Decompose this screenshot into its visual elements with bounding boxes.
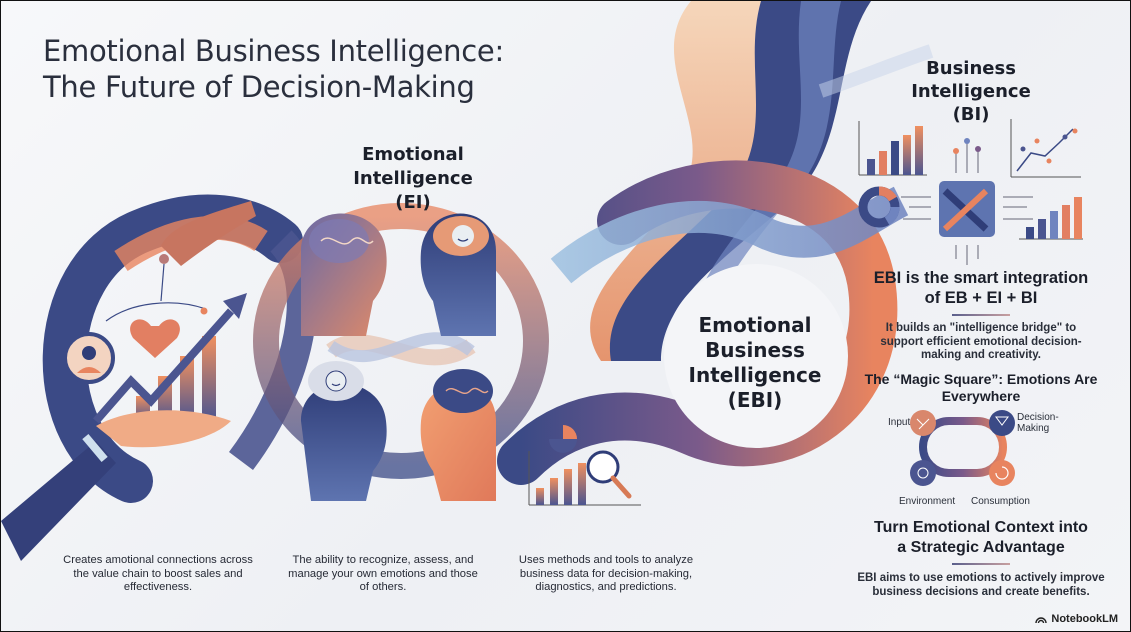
advantage-title: Turn Emotional Context into a Strategic … [874, 519, 1088, 556]
eb-caption: Creates amotional connections across the… [63, 554, 253, 593]
integration-body: It builds an "intelligence bridge" to su… [880, 322, 1082, 361]
cycle-label-decision-making: Decision-Making [1017, 412, 1059, 434]
processor-chip-icon [901, 138, 1033, 265]
network-nodes-icon [910, 410, 936, 436]
bi-heading: Business Intelligence (BI) [911, 58, 1031, 125]
donut-chart-icon [858, 186, 900, 228]
scatter-plot-icon [1010, 119, 1081, 178]
magnifier-icon [528, 425, 641, 506]
magic-square-title: The “Magic Square”: Emotions Are Everywh… [864, 371, 1098, 404]
divider [952, 563, 1010, 565]
ei-caption: The ability to recognize, assess, and ma… [288, 554, 478, 593]
cycle-label-consumption: Consumption [971, 496, 1030, 507]
title-line-1: Emotional Business Intelligence: [43, 34, 504, 68]
refresh-cycle-icon [989, 460, 1015, 486]
globe-arrows-icon [910, 460, 936, 486]
ebi-caption: Uses methods and tools to analyze busine… [518, 554, 694, 593]
title-line-2: The Future of Decision-Making [43, 70, 475, 104]
advantage-block: Turn Emotional Context into a Strategic … [841, 518, 1121, 599]
divider [952, 314, 1010, 316]
advantage-body: EBI aims to use emotions to actively imp… [857, 572, 1105, 598]
integration-title: EBI is the smart integration of EB + EI … [873, 269, 1089, 307]
notebooklm-logo-icon [1035, 617, 1048, 624]
bar-chart-icon [858, 121, 927, 176]
head-profile-icon [301, 213, 387, 336]
cycle-label-input: Input [888, 417, 911, 428]
ebi-heading: Emotional Business Intelligence (EBI) [688, 313, 822, 412]
page-title: Emotional Business Intelligence: The Fut… [43, 33, 504, 105]
brand-label: NotebookLM [1051, 613, 1118, 625]
cycle-label-environment: Environment [899, 496, 956, 507]
integration-block: EBI is the smart integration of EB + EI … [841, 268, 1121, 363]
decision-icon [989, 410, 1015, 436]
bar-chart-icon [1019, 197, 1083, 240]
notebooklm-brand: NotebookLM [1035, 613, 1118, 625]
ei-heading: Emotional Intelligence (EI) [353, 144, 473, 213]
